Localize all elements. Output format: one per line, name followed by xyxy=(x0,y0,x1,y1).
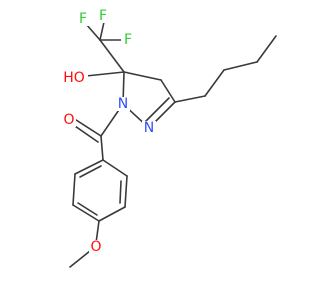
bond-aryl-5 xyxy=(72,173,76,206)
molecule-structure-diagram: F F F HO N N O O xyxy=(60,8,277,268)
bond-methoxy-o-ch3 xyxy=(69,250,91,268)
bond-aryl-3 xyxy=(98,206,126,222)
bond-carbonyl-o xyxy=(72,117,102,137)
bond-aryl-inner-2 xyxy=(77,202,98,216)
f-top-left-label: F xyxy=(79,11,87,27)
bond-carbonyl-o-double xyxy=(71,123,99,143)
bonds xyxy=(69,21,277,268)
bond-aryl-inner-3 xyxy=(79,165,102,178)
bond-aryl-6 xyxy=(74,159,104,175)
carbonyl-oxygen-label: O xyxy=(63,112,74,128)
nitrogen-atom: N xyxy=(116,96,130,112)
hydroxyl-group: HO xyxy=(60,70,88,86)
fluorine-atom: F xyxy=(96,8,110,24)
f-top-label: F xyxy=(99,8,107,24)
fluorine-atom: F xyxy=(121,32,135,48)
oxygen-atom: O xyxy=(62,112,76,128)
bond-c3-n2-double xyxy=(144,97,170,123)
bond-cf3-f-top-left xyxy=(85,23,101,41)
bond-aryl-methoxy-o xyxy=(95,220,100,244)
bond-aryl-2 xyxy=(124,175,128,208)
bond-c5-cf3 xyxy=(99,39,125,73)
bond-aryl-inner-1 xyxy=(119,180,122,204)
methoxy-oxygen-label: O xyxy=(90,239,101,255)
bond-c5-oh xyxy=(85,71,125,77)
n2-label: N xyxy=(144,120,154,136)
oxygen-atom: O xyxy=(89,239,103,255)
f-right-label: F xyxy=(124,32,132,48)
bond-butyl-4 xyxy=(256,35,277,63)
bond-aryl-4 xyxy=(72,204,100,222)
fluorine-atom: F xyxy=(76,11,90,27)
nitrogen-atom: N xyxy=(142,120,156,136)
bond-carbonyl-aryl xyxy=(100,135,104,161)
bond-aryl-1 xyxy=(102,159,128,177)
bond-cf3-f-top xyxy=(99,21,105,41)
hydroxyl-label: HO xyxy=(63,70,85,86)
n1-label: N xyxy=(118,96,128,112)
bond-c4-c3 xyxy=(160,79,176,103)
bond-butyl-3 xyxy=(223,61,258,71)
bond-butyl-1 xyxy=(174,95,206,103)
bond-c5-c4 xyxy=(123,71,162,81)
bond-butyl-2 xyxy=(204,69,225,97)
atom-labels: F F F HO N N O O xyxy=(60,8,156,255)
